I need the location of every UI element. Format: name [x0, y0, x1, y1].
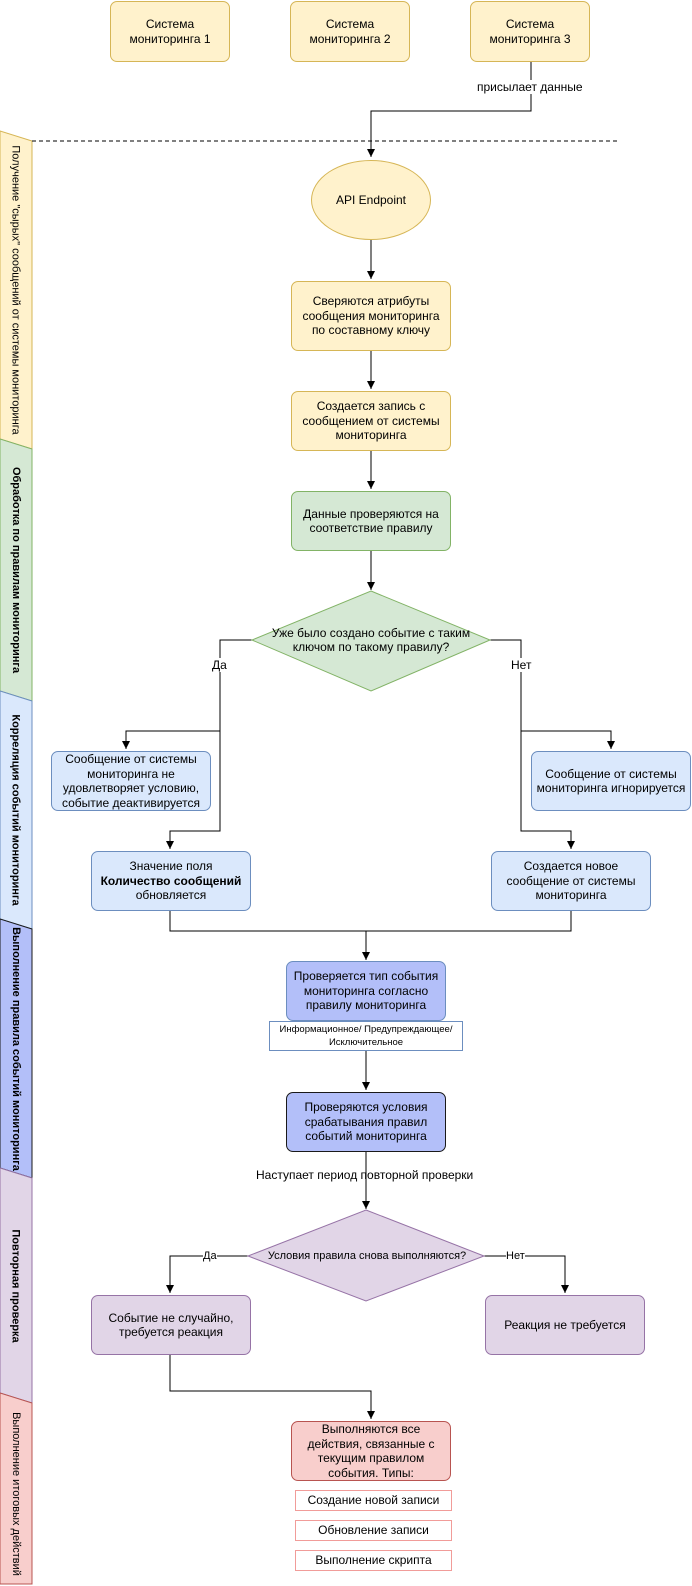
edge-label-sends-data: присылает данные — [477, 80, 583, 94]
monitoring-system-1: Система мониторинга 1 — [110, 1, 230, 62]
action-type-create: Создание новой записи — [295, 1490, 452, 1511]
decision-conditions-again-shape — [246, 1209, 486, 1302]
edge-decision-no-to-ignored — [490, 639, 615, 749]
monitoring-system-2: Система мониторинга 2 — [290, 1, 410, 62]
lane-recheck-label: Повторная проверка — [10, 1228, 23, 1343]
lane-final-label: Выполнение итоговых действий — [10, 1411, 22, 1576]
edge-new-to-type — [366, 911, 572, 932]
monitoring-system-3: Система мониторинга 3 — [470, 1, 590, 62]
decision-event-exists-node: Уже было создано событие с таким ключом … — [271, 625, 471, 655]
message-ignored-node: Сообщение от системы мониторинга игнорир… — [531, 751, 691, 811]
edge-label-recheck-period: Наступает период повторной проверки — [256, 1168, 474, 1182]
deactivate-event-node: Сообщение от системы мониторинга не удов… — [51, 751, 211, 811]
lane-intake-label: Получение "сырых" сообщений от системы м… — [10, 145, 23, 435]
edge-label-no-1: Нет — [511, 658, 532, 672]
edge-count-to-type — [169, 911, 370, 960]
edge-system3-to-api — [367, 62, 532, 157]
lane-final-shape — [0, 1392, 33, 1585]
edge-reaction-to-actions — [169, 1355, 375, 1419]
update-count-node: Значение поля Количество сообщений обнов… — [91, 851, 251, 911]
reaction-required-node: Событие не случайно, требуется реакция — [91, 1295, 251, 1355]
event-types-tag: Информационное/ Предупреждающее/ Исключи… — [269, 1021, 463, 1051]
decision-conditions-again-node: Условия правила снова выполняются? — [267, 1249, 467, 1262]
lane-rules-label: Обработка по правилам мониторинга — [10, 466, 22, 674]
edge-decision-yes-to-deactivate — [122, 639, 252, 749]
action-type-update: Обновление записи — [295, 1520, 452, 1541]
lane-correlation-label: Корреляция событий мониторинга — [10, 714, 23, 906]
edge-decision-yes-to-count — [166, 731, 221, 849]
no-reaction-node: Реакция не требуется — [485, 1295, 645, 1355]
perform-actions-node: Выполняются все действия, связанные с те… — [291, 1421, 451, 1481]
edge-decision-no-to-new — [520, 731, 575, 849]
check-event-type-node: Проверяется тип события мониторинга согл… — [286, 961, 446, 1021]
edge-recheck-yes — [166, 1255, 248, 1293]
lane-execution-label: Выполнение правила событий мониторинга — [10, 926, 23, 1171]
edge-label-yes-2: Да — [203, 1250, 217, 1262]
edge-label-yes-1: Да — [212, 658, 227, 672]
edge-label-no-2: Нет — [506, 1250, 525, 1262]
create-new-message-node: Создается новое сообщение от системы мон… — [491, 851, 651, 911]
check-trigger-conditions-node: Проверяются условия срабатывания правил … — [286, 1092, 446, 1152]
create-record-node: Создается запись с сообщением от системы… — [291, 391, 451, 451]
decision-event-exists-shape — [250, 590, 492, 692]
check-attributes-node: Сверяются атрибуты сообщения мониторинга… — [291, 281, 451, 351]
action-type-script: Выполнение скрипта — [295, 1550, 452, 1571]
check-rule-node: Данные проверяются на соответствие прави… — [291, 491, 451, 551]
api-endpoint-node: API Endpoint — [311, 160, 431, 240]
